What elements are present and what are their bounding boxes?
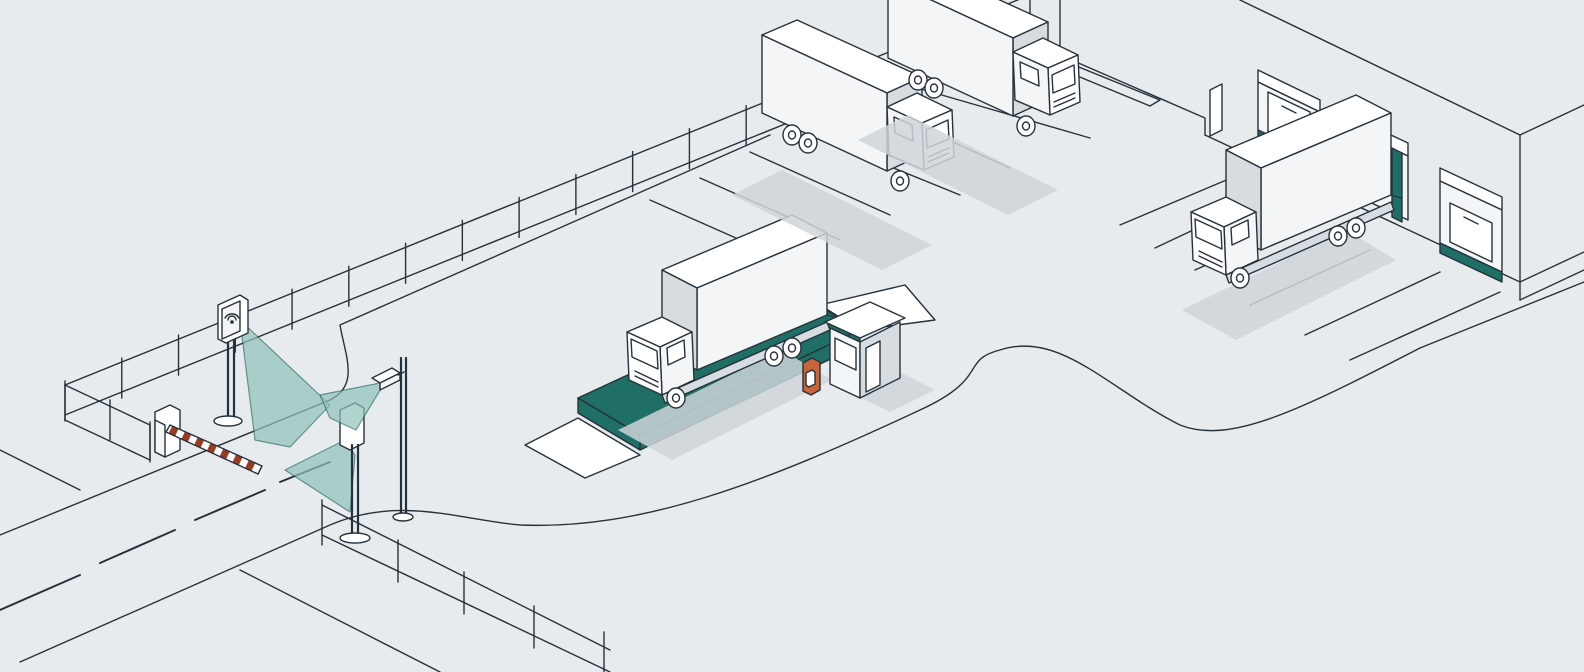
front-fence [321, 499, 611, 672]
guard-booth [824, 301, 935, 412]
loading-dock [1439, 167, 1503, 283]
warehouse [1059, 0, 1584, 301]
anpr-camera [319, 356, 414, 522]
cctv-camera-icon [371, 367, 405, 391]
rfid-reader [213, 294, 331, 448]
boom-barrier [154, 404, 263, 475]
kiosk [802, 357, 821, 396]
wireless-signal-icon [224, 313, 240, 324]
